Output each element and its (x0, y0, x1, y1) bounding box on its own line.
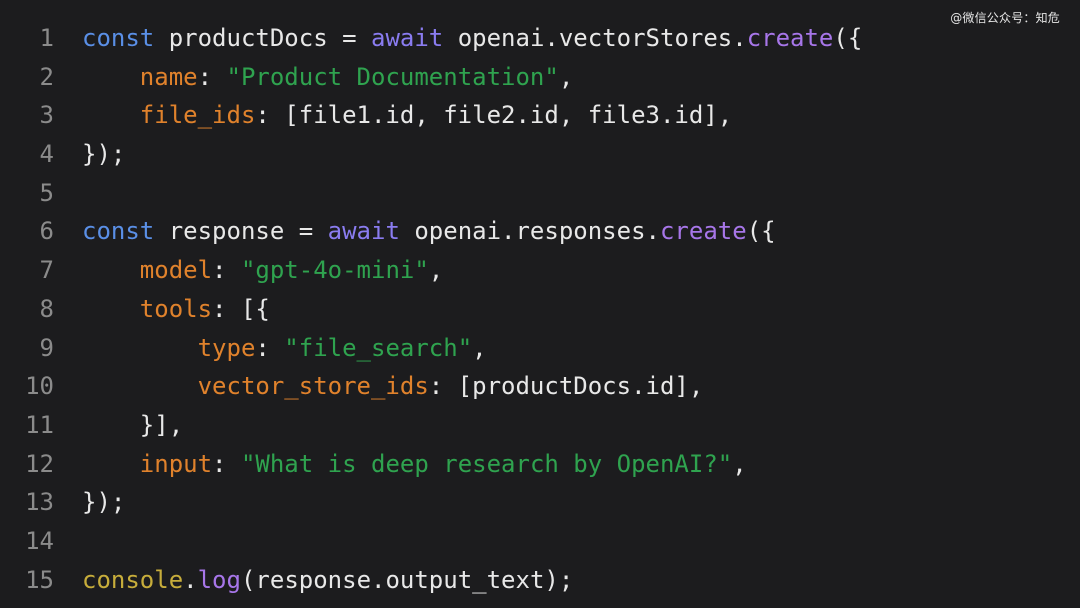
code-token-fn: create (746, 24, 834, 52)
code-token-prop: vector_store_ids (197, 372, 429, 401)
code-token-plain: . (183, 565, 198, 594)
code-token-kw2: await (371, 24, 444, 52)
code-token-plain: : [file1.id, file2.id, file3.id], (255, 101, 733, 130)
line-number: 15 (25, 565, 54, 594)
line-number: 12 (25, 449, 54, 478)
code-content: const productDocs = await openai.vectorS… (82, 19, 862, 58)
line-number: 4 (39, 140, 54, 169)
code-line: 3 file_ids: [file1.id, file2.id, file3.i… (0, 96, 1080, 135)
code-token-plain: , (428, 256, 444, 285)
line-number: 3 (39, 101, 54, 130)
code-token-plain: }); (82, 140, 126, 169)
code-token-plain: : (212, 256, 241, 285)
code-line: 14 (0, 522, 1080, 561)
line-number: 10 (25, 372, 54, 401)
code-token-plain: ({ (833, 24, 863, 52)
code-token-str: "gpt-4o-mini" (240, 256, 429, 285)
code-token-plain: productDocs = (154, 24, 371, 52)
code-line: 10 vector_store_ids: [productDocs.id], (0, 367, 1080, 406)
code-token-prop: tools (139, 294, 213, 323)
code-token-plain: }], (82, 410, 184, 439)
code-content: input: "What is deep research by OpenAI?… (82, 445, 747, 484)
code-line: 13}); (0, 483, 1080, 522)
watermark-label: @微信公众号：知危 (950, 11, 1060, 25)
code-token-plain: : (212, 449, 241, 478)
code-token-plain (82, 372, 198, 400)
code-token-fn: log (197, 565, 241, 594)
code-token-kw2: await (327, 217, 400, 246)
line-number: 8 (39, 294, 54, 323)
code-token-plain (82, 450, 140, 478)
code-token-plain: }); (82, 488, 126, 517)
code-token-plain: openai.responses. (399, 217, 660, 246)
code-token-obj: console (82, 565, 184, 594)
code-token-plain: ({ (746, 217, 776, 246)
code-token-plain: , (472, 333, 487, 362)
code-line: 12 input: "What is deep research by Open… (0, 445, 1080, 484)
code-line: 15 console.log(response.output_text); (0, 561, 1080, 600)
code-token-kw: const (82, 24, 155, 52)
code-token-plain: : (197, 62, 227, 91)
code-content: }], (82, 406, 183, 445)
code-token-plain: , (732, 449, 747, 478)
code-token-plain (82, 334, 198, 362)
code-token-str: "Product Documentation" (226, 62, 559, 91)
code-content: console.log(response.output_text); (82, 561, 573, 600)
code-line: 7 model: "gpt-4o-mini", (0, 251, 1080, 290)
code-line: 5 (0, 174, 1080, 213)
code-token-prop: input (139, 449, 213, 478)
line-number: 1 (39, 24, 54, 52)
code-token-plain (82, 101, 140, 129)
code-content: type: "file_search", (82, 329, 487, 368)
code-token-plain (82, 256, 140, 284)
code-content: name: "Product Documentation", (82, 58, 574, 97)
line-number: 5 (39, 178, 54, 207)
code-token-prop: type (197, 333, 256, 362)
code-token-str: "What is deep research by OpenAI?" (240, 449, 733, 478)
code-content: }); (82, 135, 125, 174)
code-token-plain: : [{ (212, 294, 270, 323)
code-token-str: "file_search" (284, 333, 473, 362)
line-number: 13 (25, 488, 54, 517)
code-token-plain: openai.vectorStores. (443, 24, 747, 52)
line-number: 14 (25, 526, 54, 555)
code-token-plain: : (255, 333, 285, 362)
code-token-plain: response = (154, 217, 328, 246)
line-number: 11 (25, 410, 54, 439)
code-content: const response = await openai.responses.… (82, 212, 776, 251)
code-editor: 1 const productDocs = await openai.vector… (0, 19, 1080, 599)
code-line: 9 type: "file_search", (0, 329, 1080, 368)
line-number: 6 (39, 217, 54, 246)
code-token-plain: , (558, 62, 574, 91)
code-line: 11 }], (0, 406, 1080, 445)
code-token-plain: (response.output_text); (240, 565, 574, 594)
code-content: }); (82, 483, 125, 522)
line-number: 9 (39, 333, 54, 362)
code-token-prop: model (139, 256, 213, 285)
code-line: 6 const response = await openai.responses… (0, 212, 1080, 251)
code-token-fn: create (659, 217, 747, 246)
line-number: 2 (39, 62, 54, 91)
code-line: 1 const productDocs = await openai.vector… (0, 19, 1080, 58)
code-content: vector_store_ids: [productDocs.id], (82, 367, 704, 406)
code-line: 8 tools: [{ (0, 290, 1080, 329)
code-token-plain: : [productDocs.id], (428, 372, 704, 401)
code-content: tools: [{ (82, 290, 270, 329)
code-content: file_ids: [file1.id, file2.id, file3.id]… (82, 96, 732, 135)
code-line: 4}); (0, 135, 1080, 174)
line-number: 7 (39, 256, 54, 285)
code-token-plain (82, 295, 140, 323)
code-token-kw: const (82, 217, 155, 246)
code-line: 2 name: "Product Documentation", (0, 58, 1080, 97)
code-content: model: "gpt-4o-mini", (82, 251, 443, 290)
code-token-prop: name (139, 62, 198, 91)
code-token-prop: file_ids (139, 101, 256, 130)
code-token-plain (82, 63, 140, 91)
